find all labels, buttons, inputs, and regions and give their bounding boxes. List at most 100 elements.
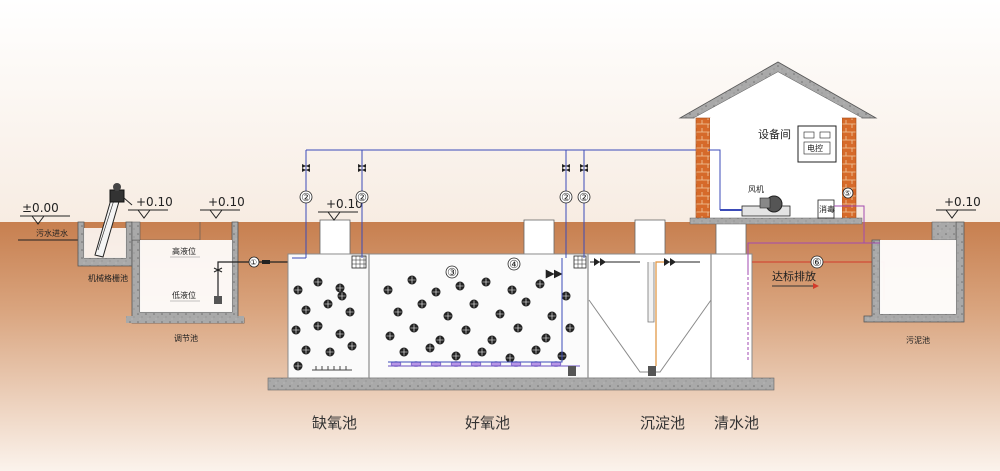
disinfection-label: 消毒 — [819, 204, 835, 214]
anoxic-pool-label: 缺氧池 — [312, 414, 357, 432]
elevation-grid-pool-text: +0.10 — [136, 195, 173, 209]
manhole-aerobic — [523, 219, 555, 255]
bio-media-ball — [313, 277, 323, 287]
svg-text:②: ② — [357, 191, 367, 204]
elevation-marker-grid-pool: +0.10 — [128, 195, 173, 219]
bio-media-ball — [293, 361, 303, 371]
bio-media-ball — [547, 311, 557, 321]
clear-water-pool-label: 清水池 — [714, 414, 759, 432]
elevation-anoxic-pool-text: +0.10 — [326, 197, 363, 211]
anoxic-pool: 缺氧池 +0.10 — [289, 197, 381, 432]
flow-meter-marker-1: ① — [248, 256, 270, 268]
marker-5: ⑤ — [842, 187, 854, 199]
svg-text:②: ② — [561, 191, 571, 204]
bio-media-ball — [417, 299, 427, 309]
svg-text:②: ② — [301, 191, 311, 204]
aeration-diffusers — [390, 361, 562, 367]
bio-media-ball — [385, 331, 395, 341]
bio-media-ball — [301, 305, 311, 315]
manhole-anoxic — [319, 219, 351, 255]
bio-media-ball — [335, 283, 345, 293]
manhole-clear-water — [715, 219, 747, 255]
mechanical-grid-pool: 机械格栅池 +0.10 — [77, 183, 173, 283]
bio-media-ball — [293, 285, 303, 295]
bio-media-ball — [337, 291, 347, 301]
bio-media-ball — [335, 329, 345, 339]
discharge-label: 达标排放 — [772, 269, 816, 283]
bio-media-ball — [507, 285, 517, 295]
marker-2a: ② — [299, 190, 313, 204]
bio-media-ball — [477, 347, 487, 357]
marker-2d: ② — [577, 190, 591, 204]
high-level-label: 高液位 — [172, 246, 196, 256]
bio-media-ball — [461, 325, 471, 335]
low-level-label: 低液位 — [172, 290, 196, 300]
bio-media-ball — [431, 287, 441, 297]
air-valves — [302, 164, 588, 172]
settling-pool: 沉淀池 — [568, 254, 712, 432]
blower-label: 风机 — [748, 184, 764, 194]
aerobic-bio-media — [383, 275, 575, 363]
bio-media-ball — [561, 291, 571, 301]
bio-media-ball — [469, 299, 479, 309]
bio-media-ball — [345, 307, 355, 317]
bio-media-ball — [313, 321, 323, 331]
svg-text:②: ② — [579, 191, 589, 204]
bio-media-ball — [323, 299, 333, 309]
elevation-ground-text: ±0.00 — [22, 201, 59, 215]
control-cabinet: 电控 — [797, 125, 837, 163]
regulating-pool-label: 调节池 — [174, 333, 198, 343]
bio-media-ball — [393, 307, 403, 317]
elevation-marker-sludge-pool: +0.10 — [936, 195, 981, 219]
mechanical-grid-pool-label: 机械格栅池 — [88, 273, 128, 283]
bio-media-ball — [407, 275, 417, 285]
marker-6: ⑥ — [810, 255, 824, 269]
bio-media-ball — [425, 343, 435, 353]
aerobic-pool: ③ ④ 好氧池 — [370, 254, 589, 432]
sludge-pool-label: 污泥池 — [906, 335, 930, 345]
disinfection-unit: 消毒 — [817, 199, 835, 219]
bio-media-ball — [301, 345, 311, 355]
sewage-inflow-label: 污水进水 — [36, 228, 68, 238]
svg-text:③: ③ — [447, 266, 457, 279]
clear-water-pool: 清水池 — [712, 255, 759, 432]
sludge-pool: 污泥池 +0.10 — [856, 195, 981, 345]
grid-screen-machine — [94, 183, 133, 258]
bio-media-ball — [291, 325, 301, 335]
bio-media-ball — [481, 277, 491, 287]
bio-media-ball — [451, 351, 461, 361]
elevation-marker-anoxic-pool: +0.10 — [318, 197, 363, 221]
anoxic-bio-media — [291, 277, 357, 371]
svg-text:⑥: ⑥ — [812, 256, 822, 269]
bio-media-ball — [487, 335, 497, 345]
sewage-inflow: 污水进水 — [18, 228, 78, 241]
bio-media-ball — [443, 311, 453, 321]
bio-media-ball — [399, 347, 409, 357]
bio-media-ball — [455, 281, 465, 291]
bio-media-ball — [531, 345, 541, 355]
bio-media-ball — [409, 323, 419, 333]
bio-media-ball — [513, 323, 523, 333]
bio-media-ball — [347, 341, 357, 351]
regulating-pool: 高液位 低液位 调节池 +0.10 — [126, 195, 288, 343]
elevation-sludge-pool-text: +0.10 — [944, 195, 981, 209]
aerobic-pool-label: 好氧池 — [465, 414, 510, 432]
equipment-room-label: 设备间 — [758, 127, 791, 141]
air-distribution-pipes — [292, 149, 708, 363]
marker-2b: ② — [355, 190, 369, 204]
svg-text:④: ④ — [509, 258, 519, 271]
marker-3: ③ — [445, 265, 459, 279]
elevation-regulating-pool-text: +0.10 — [208, 195, 245, 209]
bio-media-ball — [565, 323, 575, 333]
bio-media-ball — [435, 335, 445, 345]
settling-pool-label: 沉淀池 — [640, 414, 685, 432]
main-tank-base-slab — [267, 377, 775, 391]
bio-media-ball — [541, 333, 551, 343]
bio-media-ball — [383, 285, 393, 295]
blower: 风机 — [720, 184, 791, 217]
blower-air-pipe — [708, 149, 721, 210]
bio-media-ball — [495, 309, 505, 319]
marker-2c: ② — [559, 190, 573, 204]
elevation-marker-ground: ±0.00 — [20, 201, 70, 225]
